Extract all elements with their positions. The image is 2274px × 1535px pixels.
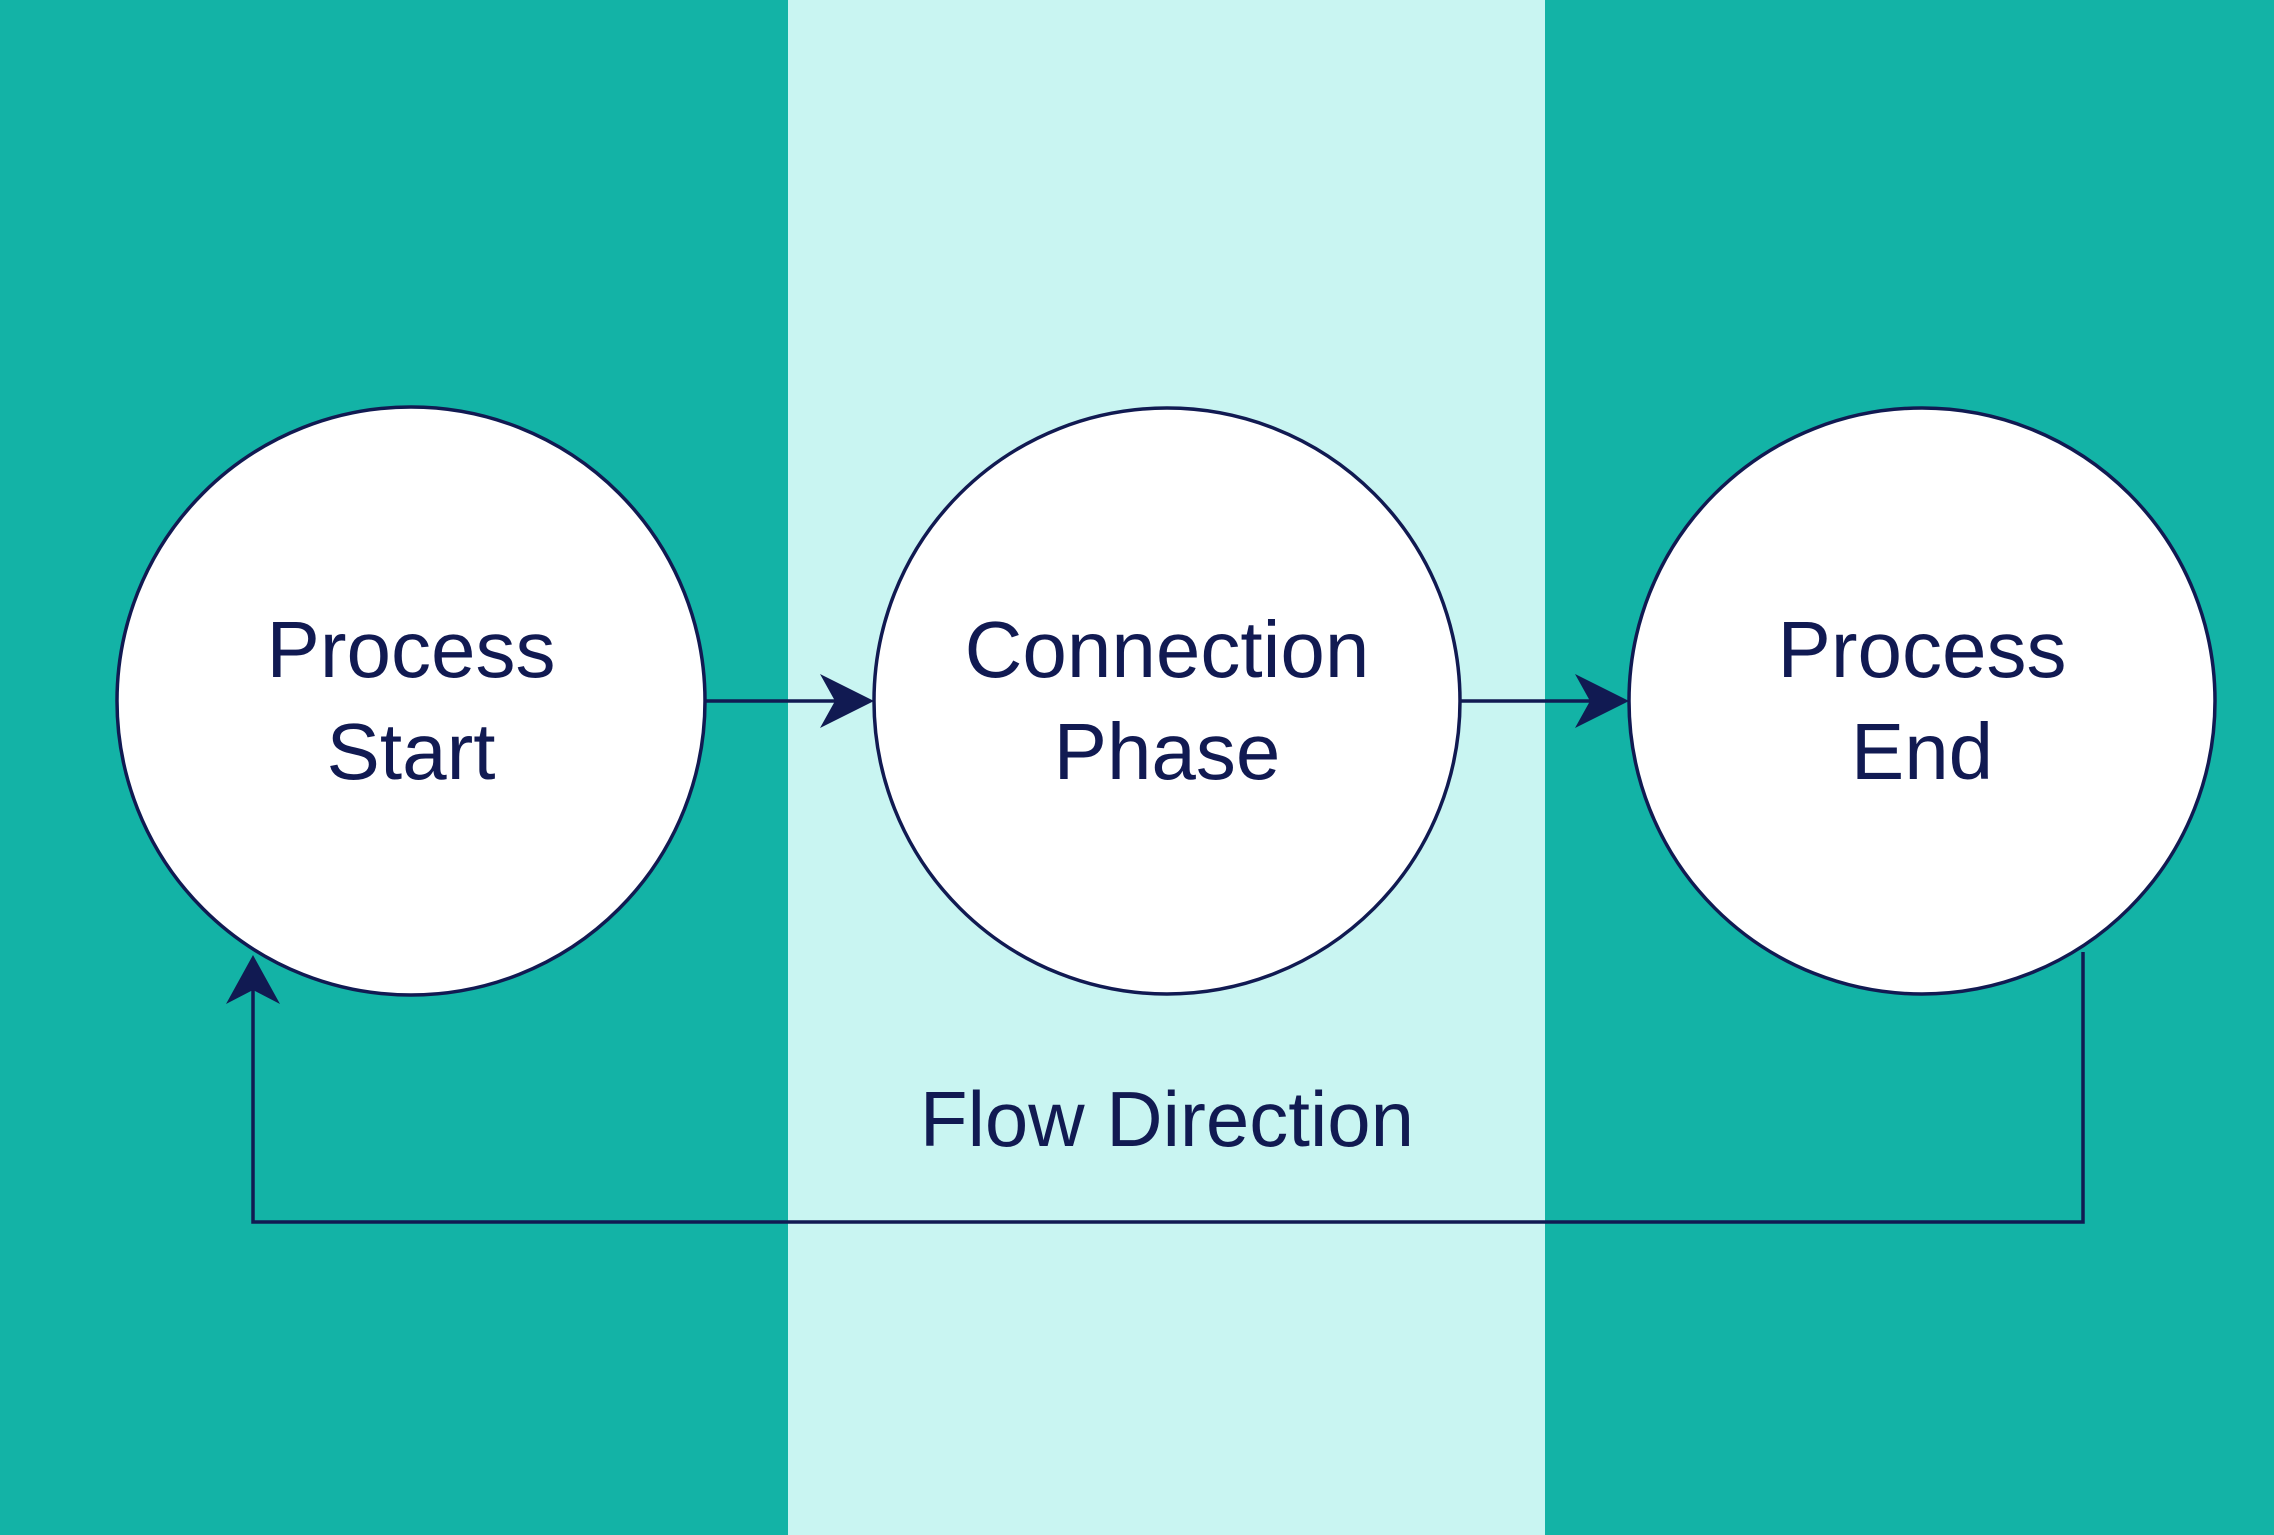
flow-direction-label: Flow Direction xyxy=(920,1075,1414,1163)
node-process-start[interactable]: Process Start xyxy=(115,405,707,997)
edge-start-to-connection xyxy=(705,674,874,728)
node-connection-phase[interactable]: Connection Phase xyxy=(872,406,1462,996)
node-connection-phase-line2: Phase xyxy=(1054,707,1281,796)
node-connection-phase-line1: Connection xyxy=(965,605,1370,694)
edge-connection-to-end xyxy=(1460,674,1629,728)
node-process-start-line2: Start xyxy=(327,707,496,796)
node-process-end[interactable]: Process End xyxy=(1627,406,2217,996)
node-process-start-line1: Process xyxy=(267,605,556,694)
node-process-end-line2: End xyxy=(1851,707,1993,796)
node-process-end-line1: Process xyxy=(1778,605,2067,694)
edge-return-loop xyxy=(226,952,2085,1224)
